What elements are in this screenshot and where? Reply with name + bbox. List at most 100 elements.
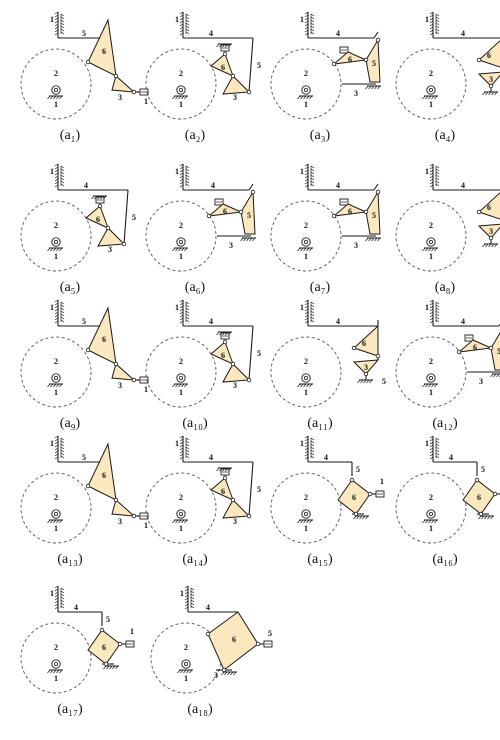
panel-caption: (a₁₅): [307, 552, 333, 567]
link-bar: [304, 29, 309, 33]
label-frame: 1: [304, 388, 308, 397]
link-bar: [179, 181, 184, 185]
label-link: 5: [372, 211, 376, 220]
label-link: 3: [364, 363, 368, 372]
revolute-joint: [246, 377, 252, 383]
link-bar: [304, 178, 309, 182]
revolute-joint: [478, 511, 484, 517]
link-bar: [428, 247, 432, 252]
label-gear: 2: [179, 493, 183, 502]
revolute-joint: [85, 59, 91, 65]
label-frame: 1: [144, 97, 148, 106]
link-bar: [435, 437, 440, 441]
gear-ground: [47, 669, 63, 674]
link-bar: [219, 467, 223, 472]
label-link: 3: [479, 377, 483, 386]
link-bar: [54, 603, 59, 607]
link-bar: [353, 515, 357, 520]
label-link: 5: [382, 377, 386, 386]
link-bar: [50, 669, 54, 674]
link-bar: [228, 467, 232, 472]
panel-caption: (a₈): [435, 280, 456, 295]
link-bar: [184, 519, 188, 524]
link-bar: [422, 247, 426, 252]
link-bar: [185, 301, 190, 305]
link-bar: [310, 316, 315, 320]
link-bar: [224, 671, 228, 676]
link-bar: [172, 247, 176, 252]
slider-ground: [482, 91, 498, 96]
revolute-joint: [367, 491, 373, 497]
link-bar: [435, 443, 440, 447]
link-bar: [60, 307, 65, 311]
label-gear: 2: [54, 69, 58, 78]
link-bar: [54, 585, 59, 589]
revolute-joint: [238, 209, 244, 215]
gear-ground: [297, 383, 313, 388]
link-bar: [60, 587, 65, 591]
link-bar: [304, 456, 309, 460]
link-bar: [248, 461, 254, 517]
link-bar: [175, 247, 179, 252]
link-3-triangle: [97, 227, 126, 247]
link-bar: [54, 438, 59, 442]
link-bar: [185, 440, 190, 444]
link-bar: [429, 23, 434, 27]
link-bar: [56, 95, 60, 100]
link-bar: [230, 671, 234, 676]
label-frame-top: 1: [180, 589, 184, 598]
link-bar: [435, 301, 440, 305]
link-bar: [50, 95, 54, 100]
label-link: 6: [221, 487, 225, 496]
label-frame-top: 1: [50, 167, 54, 176]
label-link: 5: [82, 29, 86, 38]
gear-ground: [47, 383, 63, 388]
link-bar: [185, 28, 190, 32]
slider-block: [263, 640, 273, 648]
link-bar: [304, 317, 309, 321]
link-bar: [185, 307, 190, 311]
link-bar: [374, 85, 378, 90]
link-6-triangle: [210, 341, 234, 365]
fixed-support: [54, 585, 65, 612]
link-bar: [178, 95, 182, 100]
link-3-triangle: [111, 363, 136, 381]
link-bar: [185, 455, 190, 459]
link-bar: [304, 441, 309, 445]
revolute-joint: [222, 51, 228, 57]
revolute-joint: [375, 353, 381, 359]
link-bar: [429, 299, 434, 303]
link-bar: [54, 169, 59, 173]
label-link: 6: [232, 635, 236, 644]
link-bar: [190, 599, 195, 603]
label-link: 5: [132, 213, 136, 222]
slider-ground: [216, 467, 232, 472]
panel-caption: (a₇): [310, 280, 331, 295]
link-bar: [54, 314, 59, 318]
label-link: 3: [118, 93, 122, 102]
gear-ground: [47, 247, 63, 252]
link-bar: [304, 14, 309, 18]
gear-circle: [395, 200, 467, 272]
link-bar: [304, 435, 309, 439]
link-bar: [435, 25, 440, 29]
label-frame: 1: [179, 100, 183, 109]
link-3-triangle: [111, 499, 136, 517]
link-bar: [435, 174, 440, 178]
link-bar: [179, 178, 184, 182]
label-link: 4: [461, 181, 465, 190]
label-link: 3: [118, 517, 122, 526]
link-bar: [53, 383, 57, 388]
revolute-joint: [99, 627, 105, 633]
link-bar: [365, 237, 369, 242]
revolute-joint: [353, 511, 359, 517]
revolute-joint: [474, 477, 480, 483]
link-bar: [183, 669, 187, 674]
slider-block: [139, 376, 149, 384]
link-3-triangle: [111, 75, 136, 93]
link-bar: [228, 331, 232, 336]
